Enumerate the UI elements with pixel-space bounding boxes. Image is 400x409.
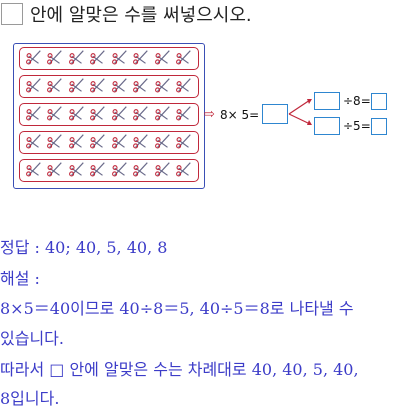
scissors-icon [175,160,193,182]
question-text: 안에 알맞은 수를 써넣으시오. [30,5,252,26]
scissors-icon [46,132,64,154]
multiplication-expression: 8× 5= [220,108,260,122]
scissors-icon [111,160,129,182]
explanation-line-2: 있습니다. [0,329,64,348]
scissors-row [19,75,199,98]
divide-by-5: ÷5= [343,119,371,133]
scissors-row [19,131,199,154]
quotient-blank-1[interactable] [371,93,387,110]
scissors-icon [89,132,107,154]
scissors-icon [111,104,129,126]
scissors-icon [175,76,193,98]
scissors-icon [154,76,172,98]
scissors-icon [25,48,43,70]
hollow-right-arrow-icon: ⇨ [204,107,215,122]
scissors-icon [46,48,64,70]
scissors-icon [68,76,86,98]
scissors-icon [175,104,193,126]
scissors-icon [132,132,150,154]
scissors-icon [46,160,64,182]
scissors-icon [46,104,64,126]
scissors-icon [175,48,193,70]
scissors-icon [68,160,86,182]
scissors-icon [25,132,43,154]
scissors-icon [25,160,43,182]
explanation-line-4: 8입니다. [0,389,60,408]
product-blank[interactable] [262,104,288,124]
scissors-icon [132,48,150,70]
scissors-icon [154,160,172,182]
answer-line: 정답 : 40; 40, 5, 40, 8 [0,238,168,257]
scissors-icon [89,76,107,98]
scissors-icon [89,104,107,126]
scissors-icon [111,76,129,98]
scissors-icon [89,160,107,182]
explanation-line-1: 8×5＝40이므로 40÷8＝5, 40÷5＝8로 나타낼 수 [0,299,354,318]
quotient-blank-2[interactable] [371,118,387,135]
scissors-figure [13,43,205,189]
scissors-icon [68,104,86,126]
scissors-icon [68,48,86,70]
scissors-icon [154,48,172,70]
scissors-icon [25,76,43,98]
scissors-row [19,159,199,182]
scissors-icon [46,76,64,98]
scissors-icon [132,104,150,126]
scissors-row [19,47,199,70]
branch-arrows-icon [288,99,312,125]
scissors-row [19,103,199,126]
scissors-icon [154,132,172,154]
explanation-label: 해설 : [0,269,40,288]
scissors-icon [132,160,150,182]
scissors-icon [132,76,150,98]
scissors-icon [111,48,129,70]
scissors-icon [68,132,86,154]
scissors-icon [111,132,129,154]
scissors-icon [175,132,193,154]
explanation-line-3: 따라서 □ 안에 알맞은 수는 차례대로 40, 40, 5, 40, [0,360,359,379]
scissors-icon [154,104,172,126]
scissors-icon [89,48,107,70]
blank-square-icon [1,3,23,25]
question-header: 안에 알맞은 수를 써넣으시오. [0,0,400,34]
dividend-blank-1[interactable] [314,92,340,110]
dividend-blank-2[interactable] [314,117,340,135]
divide-by-8: ÷8= [343,94,371,108]
scissors-icon [25,104,43,126]
